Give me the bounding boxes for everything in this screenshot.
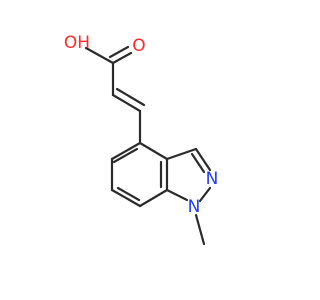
bond-c3-n2-b — [190, 152, 206, 174]
bond-c7-c7a — [138, 188, 169, 208]
bond-n1-c7a — [165, 188, 189, 202]
bond-c6-c7-inner — [116, 186, 141, 202]
bond-c4-c5 — [110, 141, 142, 161]
bond-c3-n2-a — [194, 147, 212, 172]
molecule-structure-diagram: OH O N N — [64, 33, 218, 246]
bond-layer — [84, 45, 212, 246]
bond-c3a-c4 — [138, 141, 169, 161]
atom-label-carbonyl-oxygen: O — [132, 36, 145, 56]
atom-label-n2: N — [206, 169, 219, 189]
atom-label-hydroxyl: OH — [64, 33, 90, 53]
bond-c4-c5-inner — [112, 147, 139, 164]
bond-c6-c7 — [110, 188, 142, 208]
atom-label-n1: N — [188, 197, 201, 217]
bond-c-oh — [84, 46, 115, 65]
atom-label-layer: OH O N N — [64, 33, 218, 217]
bond-n2-n1 — [198, 186, 212, 203]
bond-c-o-double-a — [111, 51, 133, 65]
bond-n1-methyl — [194, 213, 206, 246]
bond-c-o-double-b — [108, 45, 130, 59]
bond-calpha-cbeta-b — [115, 87, 146, 107]
bond-c3a-c3 — [165, 147, 198, 161]
bond-calpha-cbeta-a — [111, 93, 142, 113]
